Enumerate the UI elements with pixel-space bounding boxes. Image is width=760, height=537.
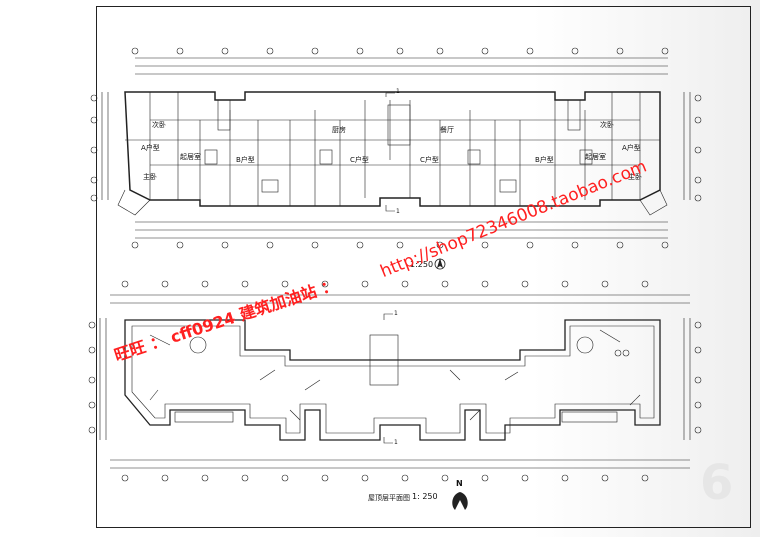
north-arrow-upper [434, 258, 446, 270]
page-number: 6 [700, 455, 734, 511]
label-kitchen: 厨房 [332, 126, 346, 134]
roof-plan-scale: 1: 250 [412, 492, 438, 501]
label-bedroom-2-left: 次卧 [152, 121, 166, 129]
label-unit-a-left: A户型 [141, 144, 160, 152]
upper-floor-plan [90, 47, 702, 249]
north-label: N [456, 479, 463, 488]
upper-plan-scale: 1:250 [410, 260, 434, 269]
drawing-frame [96, 6, 751, 528]
roof-plan-title: 屋顶层平面图 [368, 494, 410, 502]
label-unit-c-right: C户型 [420, 156, 439, 164]
label-unit-a-right: A户型 [622, 144, 641, 152]
section-mark-bottom: 1 [396, 208, 400, 215]
label-living-left: 起居室 [180, 153, 201, 161]
label-unit-b-right: B户型 [535, 156, 554, 164]
label-bedroom-main-right: 主卧 [628, 173, 642, 181]
label-living-right: 起居室 [585, 153, 606, 161]
roof-plan [88, 280, 702, 482]
label-bedroom-main-left: 主卧 [143, 173, 157, 181]
label-unit-c-left: C户型 [350, 156, 369, 164]
section-mark-top: 1 [396, 88, 400, 95]
label-bedroom-2-right: 次卧 [600, 121, 614, 129]
roof-section-mark-bottom: 1 [394, 439, 398, 446]
north-arrow-lower [452, 492, 468, 510]
roof-section-mark-top: 1 [394, 310, 398, 317]
label-dining: 餐厅 [440, 126, 454, 134]
label-unit-b-left: B户型 [236, 156, 255, 164]
